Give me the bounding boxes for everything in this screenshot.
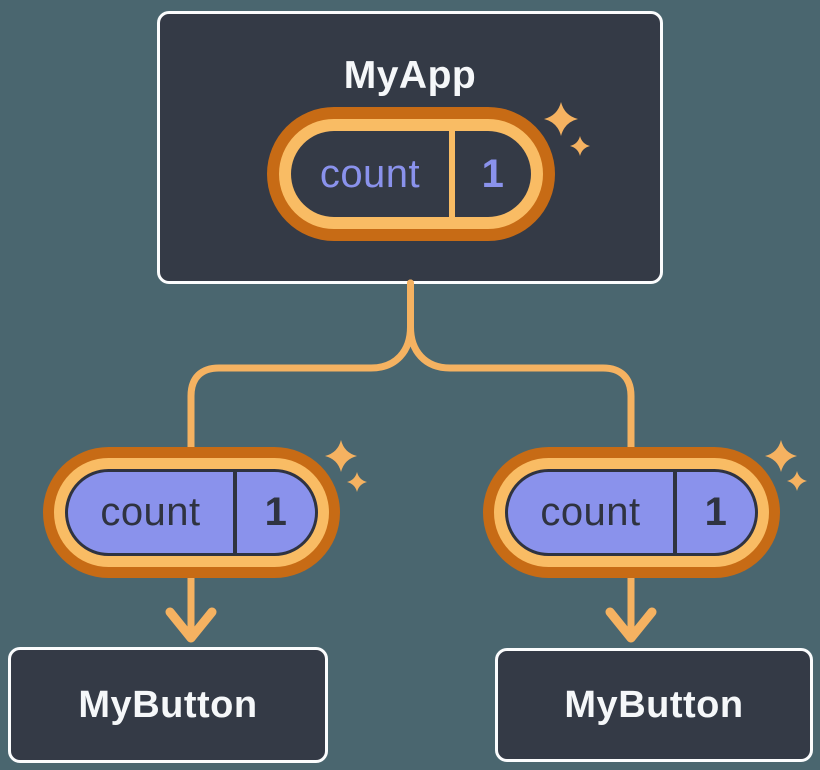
- arrowhead-icon-left: [165, 607, 217, 643]
- prop-pill-band: count 1: [494, 458, 769, 567]
- state-pill-band: count 1: [279, 119, 543, 229]
- prop-value: 1: [704, 490, 728, 534]
- prop-name-label: count: [540, 490, 641, 534]
- state-pill-myapp: count 1: [267, 107, 555, 241]
- state-pill-core: count 1: [291, 131, 531, 217]
- component-node-mybutton-left: MyButton: [8, 647, 328, 763]
- component-node-mybutton-right: MyButton: [495, 648, 813, 762]
- prop-value: 1: [264, 490, 288, 534]
- prop-pill-core: count 1: [505, 469, 758, 556]
- arrowhead-icon-right: [605, 607, 657, 643]
- prop-pill-mybutton-right: count 1: [483, 447, 780, 578]
- component-title: MyButton: [78, 683, 258, 726]
- pill-divider: [673, 472, 677, 553]
- prop-pill-band: count 1: [54, 458, 329, 567]
- component-title: MyButton: [564, 683, 744, 726]
- prop-pill-core: count 1: [65, 469, 318, 556]
- prop-pill-mybutton-left: count 1: [43, 447, 340, 578]
- state-value: 1: [481, 151, 505, 196]
- state-name-label: count: [319, 151, 421, 196]
- pill-divider: [449, 131, 455, 217]
- component-title: MyApp: [343, 54, 477, 97]
- prop-name-label: count: [100, 490, 201, 534]
